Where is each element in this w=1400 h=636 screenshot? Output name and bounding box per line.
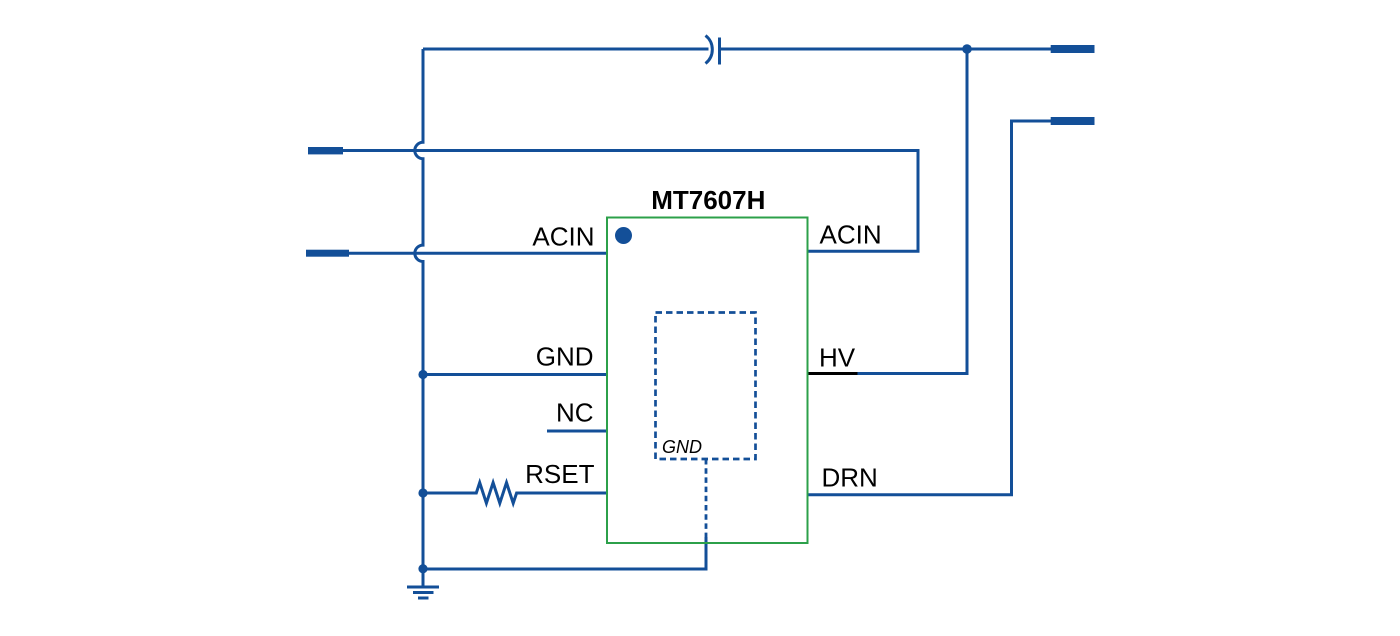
svg-text:HV: HV [819, 342, 856, 372]
svg-text:NC: NC [556, 398, 594, 428]
svg-text:GND: GND [536, 341, 594, 371]
svg-text:RSET: RSET [525, 459, 594, 489]
svg-text:MT7607H: MT7607H [651, 185, 765, 215]
svg-text:ACIN: ACIN [532, 222, 594, 252]
svg-text:GND: GND [662, 437, 702, 457]
svg-text:ACIN: ACIN [820, 220, 882, 250]
svg-text:DRN: DRN [822, 463, 878, 493]
